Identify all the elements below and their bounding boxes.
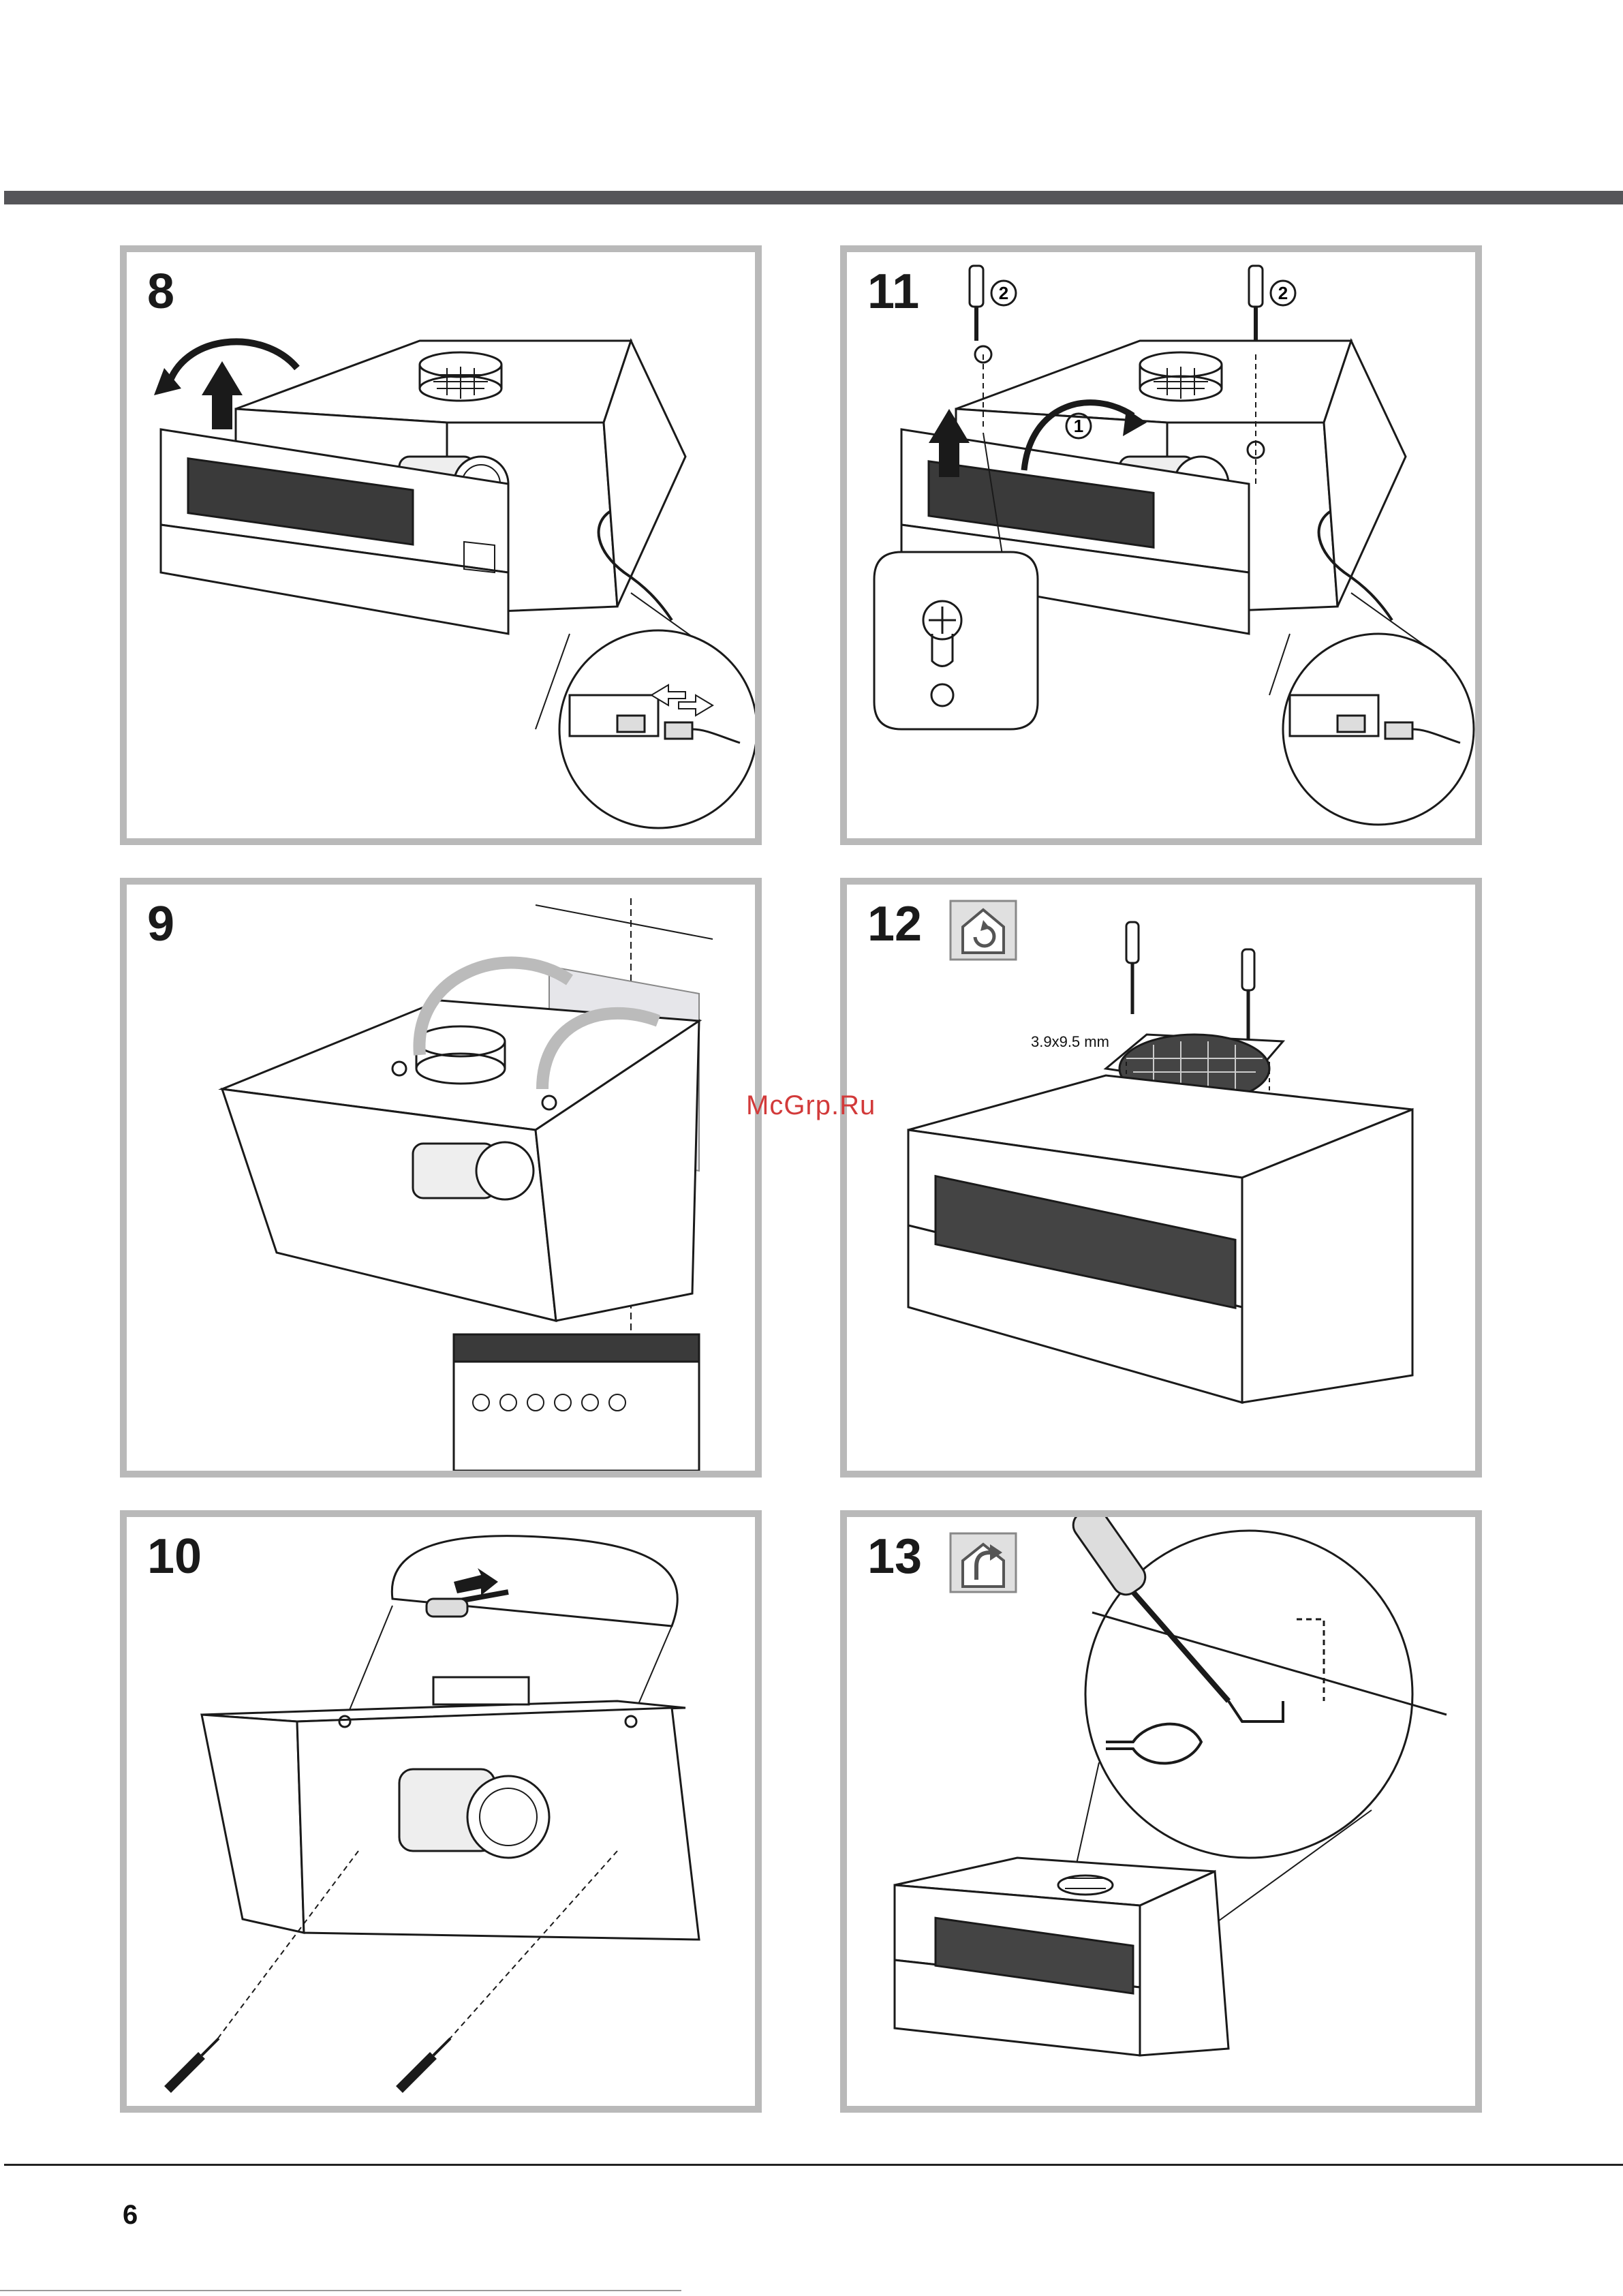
panel-step-12: 12 3.9x9.5 mm	[840, 878, 1482, 1478]
panel-step-10: 10	[120, 1510, 762, 2113]
charcoal-filter-installation-illustration	[847, 885, 1475, 1471]
panel-step-13: 13	[840, 1510, 1482, 2113]
hood-front-panel-removal-illustration	[127, 252, 755, 838]
step-marker: 1	[1074, 416, 1083, 436]
page-number: 6	[123, 2200, 138, 2231]
watermark-text: McGrp.Ru	[746, 1090, 876, 1121]
duct-flap-removal-illustration	[847, 1517, 1475, 2106]
hood-wall-screw-fixing-illustration	[127, 1517, 755, 2106]
hood-wall-mounting-illustration	[127, 885, 755, 1471]
hood-screw-removal-illustration: 2 2 1	[847, 252, 1475, 838]
step-marker: 2	[999, 283, 1008, 303]
panel-step-11: 11	[840, 245, 1482, 845]
panel-step-9: 9	[120, 878, 762, 1478]
panel-step-8: 8	[120, 245, 762, 845]
step-marker: 2	[1278, 283, 1288, 303]
header-bar	[4, 191, 1623, 204]
bottom-edge-rule	[0, 2290, 681, 2291]
footer-rule	[4, 2164, 1623, 2166]
